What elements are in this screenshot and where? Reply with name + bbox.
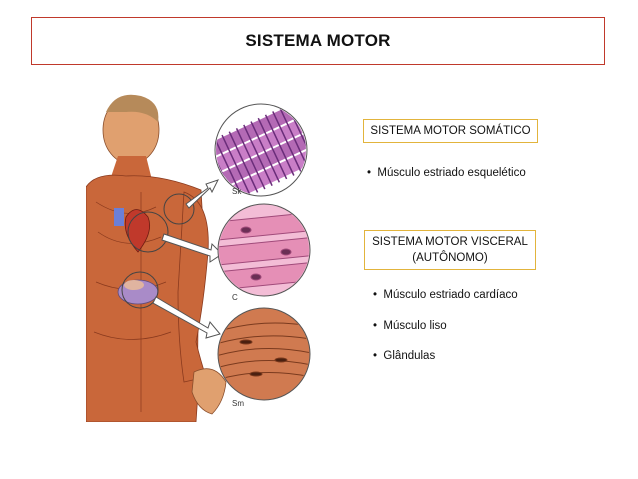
- bullet-dot: •: [373, 289, 378, 301]
- muscle-illustration: Sk C Sm: [86, 94, 311, 422]
- visceral-heading-line1: SISTEMA MOTOR VISCERAL: [372, 236, 528, 248]
- visceral-heading-line2: (AUTÔNOMO): [412, 252, 488, 264]
- label-cardiac: C: [232, 293, 238, 302]
- somatic-item-label: Músculo estriado esquelético: [377, 167, 526, 179]
- smooth-muscle-zoom: [217, 307, 311, 401]
- label-skeletal: Sk: [232, 187, 242, 196]
- somatic-heading: SISTEMA MOTOR SOMÁTICO: [370, 125, 531, 137]
- visceral-item-label: Músculo liso: [383, 320, 447, 332]
- cardiac-muscle-zoom: [217, 203, 311, 297]
- pointer-arrows: [152, 179, 223, 339]
- bullet-dot: •: [373, 320, 378, 332]
- label-smooth: Sm: [232, 399, 244, 408]
- page-title: SISTEMA MOTOR: [245, 31, 391, 50]
- somatic-heading-box: SISTEMA MOTOR SOMÁTICO: [363, 119, 538, 143]
- title-box: SISTEMA MOTOR: [31, 17, 605, 65]
- bullet-dot: •: [373, 350, 378, 362]
- skeletal-muscle-zoom: [214, 103, 308, 197]
- visceral-item: • Músculo estriado cardíaco: [373, 289, 518, 301]
- visceral-heading-box: SISTEMA MOTOR VISCERAL (AUTÔNOMO): [364, 230, 536, 270]
- visceral-item-label: Músculo estriado cardíaco: [383, 289, 518, 301]
- human-figure: [86, 94, 227, 422]
- visceral-item: • Glândulas: [373, 350, 435, 362]
- visceral-item: • Músculo liso: [373, 320, 447, 332]
- visceral-item-label: Glândulas: [383, 350, 436, 362]
- bullet-dot: •: [367, 167, 372, 179]
- somatic-item: • Músculo estriado esquelético: [367, 167, 526, 179]
